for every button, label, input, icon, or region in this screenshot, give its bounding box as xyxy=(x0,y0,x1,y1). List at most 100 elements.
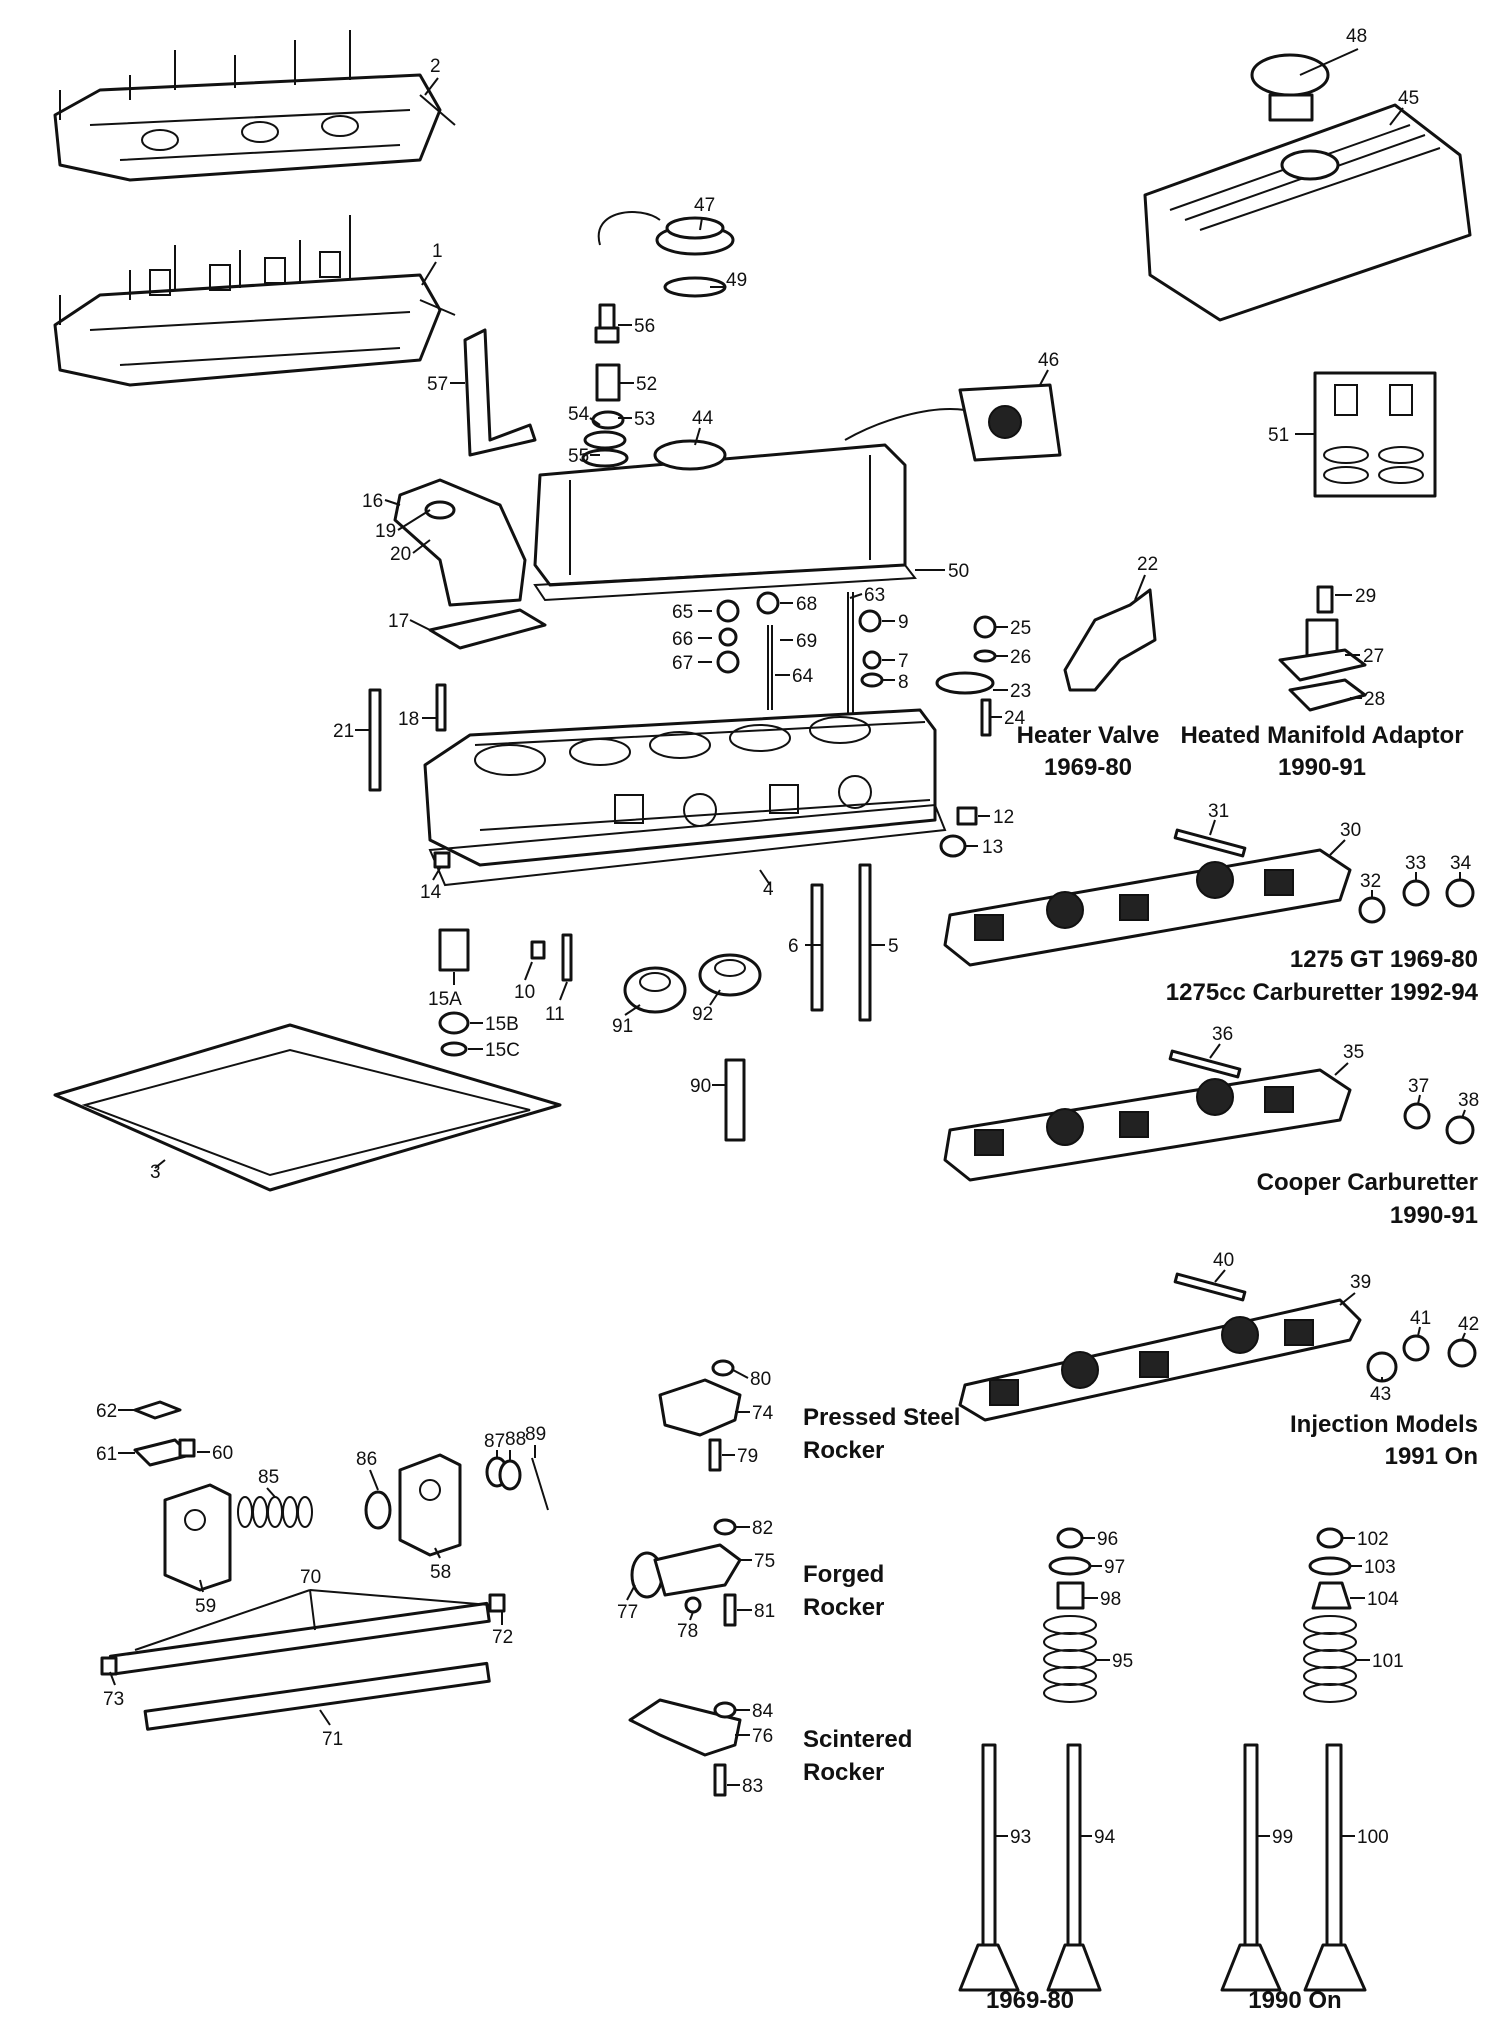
part-40-stud xyxy=(1173,1272,1247,1302)
part-59-rocker-pedestal xyxy=(163,1483,232,1592)
part-38-nut xyxy=(1445,1115,1475,1145)
part-21-head-bolt xyxy=(368,688,382,792)
caption-valves-1969-80: 1969-80 xyxy=(986,1987,1074,2014)
label-39: 39 xyxy=(1350,1272,1371,1293)
part-44-rocker-cover xyxy=(533,439,907,587)
label-55: 55 xyxy=(568,446,589,467)
label-47: 47 xyxy=(694,195,715,216)
part-45-rocker-cover-alloy xyxy=(1143,103,1472,322)
label-104: 104 xyxy=(1367,1589,1399,1610)
part-5-pushrod xyxy=(858,863,872,1022)
part-main-cylinder-head xyxy=(423,708,937,867)
label-11: 11 xyxy=(545,1004,565,1025)
part-41-washer xyxy=(1402,1334,1430,1362)
part-15B-bush xyxy=(438,1011,470,1035)
label-77: 77 xyxy=(617,1602,638,1623)
label-98: 98 xyxy=(1100,1589,1121,1610)
label-76: 76 xyxy=(752,1726,773,1747)
label-26: 26 xyxy=(1010,647,1031,668)
part-57-bracket xyxy=(463,328,537,457)
part-72-plug xyxy=(488,1593,506,1613)
label-19: 19 xyxy=(375,521,396,542)
label-102: 102 xyxy=(1357,1529,1389,1550)
caption-injection: Injection Models xyxy=(1290,1411,1478,1438)
part-30-manifold-gasket xyxy=(943,848,1352,967)
label-32: 32 xyxy=(1360,871,1381,892)
label-10: 10 xyxy=(514,982,535,1003)
part-4-head-gasket xyxy=(428,803,947,887)
caption-cooper-carb: Cooper Carburetter xyxy=(1257,1169,1478,1196)
label-24: 24 xyxy=(1004,708,1026,729)
label-92: 92 xyxy=(692,1004,713,1025)
label-78: 78 xyxy=(677,1621,698,1642)
part-86-washer xyxy=(364,1490,392,1530)
part-15A-thermostat-housing xyxy=(438,928,470,972)
part-26-washer xyxy=(973,649,997,663)
label-82: 82 xyxy=(752,1518,773,1539)
label-100: 100 xyxy=(1357,1827,1389,1848)
part-101-valve-spring xyxy=(1303,1615,1357,1703)
label-21: 21 xyxy=(333,721,354,742)
label-45: 45 xyxy=(1398,88,1419,109)
part-32-washer xyxy=(1358,896,1386,924)
caption-scintered: Scintered xyxy=(803,1726,912,1753)
caption-1275cc-carb: 1275cc Carburetter 1992-94 xyxy=(1166,979,1479,1006)
label-36: 36 xyxy=(1212,1024,1233,1045)
label-1: 1 xyxy=(432,241,443,262)
label-96: 96 xyxy=(1097,1529,1118,1550)
leader-lines xyxy=(109,48,1466,1837)
label-85: 85 xyxy=(258,1467,279,1488)
part-46-badge xyxy=(958,383,1062,462)
label-17: 17 xyxy=(388,611,409,632)
label-18: 18 xyxy=(398,709,419,730)
part-39-manifold-gasket xyxy=(958,1298,1362,1422)
label-74: 74 xyxy=(752,1403,774,1424)
label-16: 16 xyxy=(362,491,383,512)
part-27-heated-manifold-adaptor xyxy=(1278,618,1367,682)
part-10-plug xyxy=(530,940,546,960)
part-36-stud xyxy=(1168,1049,1242,1079)
part-22-heater-valve xyxy=(1063,588,1157,692)
label-48: 48 xyxy=(1346,26,1367,47)
part-37-washer xyxy=(1403,1102,1431,1130)
part-33-washer xyxy=(1402,879,1430,907)
caption-pressed-rocker: Rocker xyxy=(803,1437,884,1464)
label-2: 2 xyxy=(430,56,441,77)
label-23: 23 xyxy=(1010,681,1031,702)
label-52: 52 xyxy=(636,374,657,395)
label-87: 87 xyxy=(484,1431,505,1452)
label-5: 5 xyxy=(888,936,899,957)
part-51-fixing-kit xyxy=(1313,371,1437,498)
label-33: 33 xyxy=(1405,853,1426,874)
part-24-stud xyxy=(980,698,992,737)
part-18-stud xyxy=(435,683,447,732)
label-91: 91 xyxy=(612,1016,633,1037)
part-71-rocker-shaft xyxy=(143,1661,491,1731)
label-70: 70 xyxy=(300,1567,321,1588)
label-80: 80 xyxy=(750,1369,771,1390)
part-28-adaptor-gasket xyxy=(1288,678,1367,712)
part-42-nut xyxy=(1447,1338,1477,1368)
part-3-heat-shield xyxy=(53,1023,562,1192)
part-95-valve-spring xyxy=(1043,1615,1097,1703)
label-75: 75 xyxy=(754,1551,775,1572)
caption-valves-1990-on: 1990 On xyxy=(1248,1987,1341,2014)
label-46: 46 xyxy=(1038,350,1059,371)
label-35: 35 xyxy=(1343,1042,1364,1063)
part-13-plug xyxy=(939,834,967,858)
part-85-spring xyxy=(237,1496,313,1528)
label-40: 40 xyxy=(1213,1250,1234,1271)
caption-heated-manifold: Heated Manifold Adaptor xyxy=(1180,722,1463,749)
label-38: 38 xyxy=(1458,1090,1479,1111)
label-61: 61 xyxy=(96,1444,117,1465)
label-90: 90 xyxy=(690,1076,711,1097)
part-60-screw xyxy=(178,1438,196,1458)
label-41: 41 xyxy=(1410,1308,1431,1329)
label-93: 93 xyxy=(1010,1827,1031,1848)
caption-injection-years: 1991 On xyxy=(1385,1443,1478,1470)
scintered-rocker xyxy=(628,1698,742,1797)
section-captions: Heater Valve 1969-80 Heated Manifold Ada… xyxy=(803,722,1479,2014)
part-93-inlet-valve xyxy=(958,1743,1020,1992)
pressed-steel-rocker xyxy=(658,1359,742,1472)
